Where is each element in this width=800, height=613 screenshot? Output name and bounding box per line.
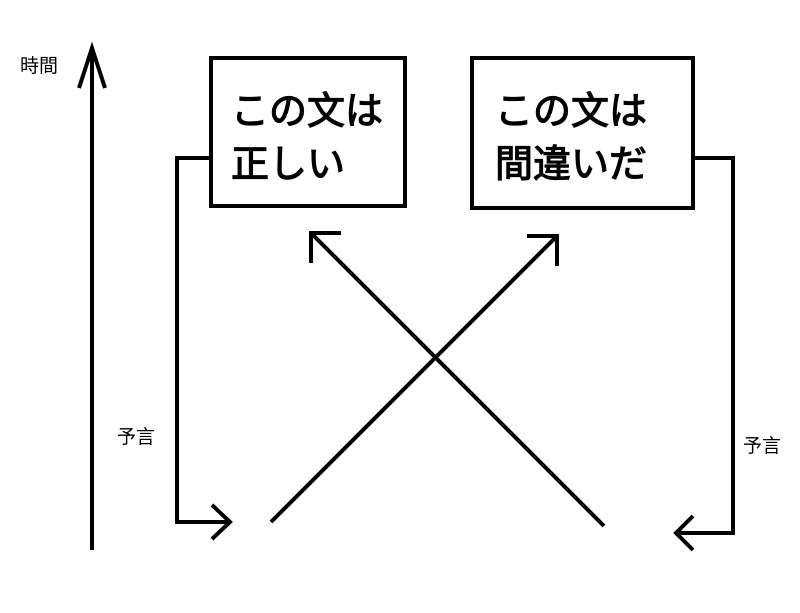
statement-box-false-line2: 間違いだ [495,142,647,186]
cross-arrow-to-true [309,231,606,528]
cross-arrow-to-true-arrowhead [309,231,341,263]
statement-box-false: この文は 間違いだ [470,56,695,210]
time-axis-label: 時間 [20,55,58,77]
prophecy-loop-right: 予言 [673,156,781,552]
time-axis: 時間 [20,41,107,550]
cross-arrow-to-false-arrowhead [527,234,559,266]
statement-box-true-line1: この文は [231,89,383,133]
statement-box-true: この文は 正しい [209,56,407,208]
prophecy-loop-right-label: 予言 [743,435,781,457]
cross-arrow-to-false [269,234,559,524]
statement-box-true-line2: 正しい [231,142,345,186]
time-axis-arrowhead [77,41,107,89]
prophecy-loop-right-arrowhead [673,514,695,552]
cross-arrow-to-true-line [309,231,606,528]
statement-box-true-frame [209,56,407,208]
statement-box-false-frame [470,56,695,210]
prophecy-loop-left-arrowhead [210,503,233,541]
prophecy-loop-left: 予言 [117,156,233,541]
prophecy-loop-left-label: 予言 [117,426,155,448]
cross-arrow-to-false-line [269,234,559,524]
prophecy-loop-left-line [175,156,230,524]
prophecy-loop-right-line [676,156,735,535]
statement-box-false-line1: この文は [495,89,647,133]
